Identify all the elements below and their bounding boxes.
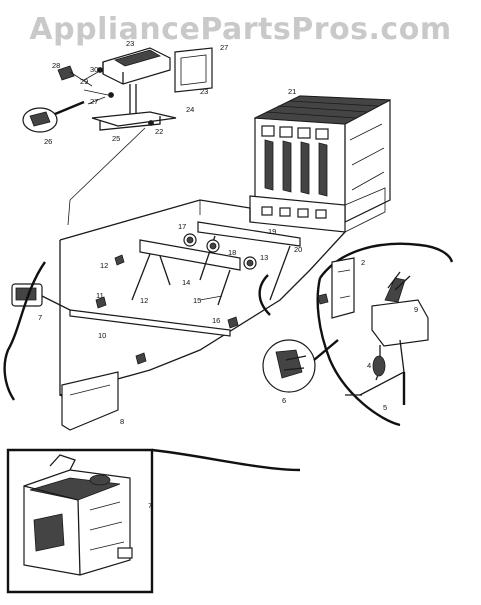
callout-23: 23 [126, 39, 134, 48]
callout-12: 12 [100, 261, 108, 270]
callout-15: 15 [193, 296, 201, 305]
gas-valve-box [6, 448, 301, 594]
callout-21: 21 [288, 87, 296, 96]
pilot-inset [258, 274, 339, 393]
callout-30: 30 [90, 65, 98, 74]
callout-20: 20 [294, 245, 302, 254]
callout-29: 29 [80, 77, 88, 86]
pilot-assembly [316, 242, 454, 427]
callout-5: 5 [383, 403, 387, 412]
callout-27-left: 27 [90, 97, 98, 106]
callout-17: 17 [178, 222, 186, 231]
callout-2: 2 [361, 258, 365, 267]
callout-13: 13 [260, 253, 268, 262]
top-bracket-assembly [22, 47, 213, 226]
callout-7-valve: 7 [148, 501, 152, 510]
callout-9: 9 [414, 305, 418, 314]
valve-detail-left [3, 261, 119, 431]
callout-6: 6 [282, 396, 286, 405]
heat-exchanger [249, 95, 392, 233]
callout-26: 26 [44, 137, 52, 146]
callout-27: 27 [220, 43, 228, 52]
callout-7: 7 [38, 313, 42, 322]
callout-24: 24 [186, 105, 194, 114]
callout-14: 14 [182, 278, 190, 287]
callout-28: 28 [52, 61, 60, 70]
callout-16: 16 [212, 316, 220, 325]
callout-23-right: 23 [200, 87, 208, 96]
callout-25: 25 [112, 134, 120, 143]
callout-10: 10 [98, 331, 106, 340]
callout-22: 22 [155, 127, 163, 136]
callout-19: 19 [268, 227, 276, 236]
burner-brackets [69, 221, 301, 365]
callout-8: 8 [120, 417, 124, 426]
callout-4: 4 [367, 361, 371, 370]
callout-labels: 2 4 5 6 7 7 8 9 10 11 12 12 13 14 15 16 … [38, 39, 418, 510]
callout-11: 11 [96, 291, 104, 300]
callout-18: 18 [228, 248, 236, 257]
callout-12-lower: 12 [140, 296, 148, 305]
